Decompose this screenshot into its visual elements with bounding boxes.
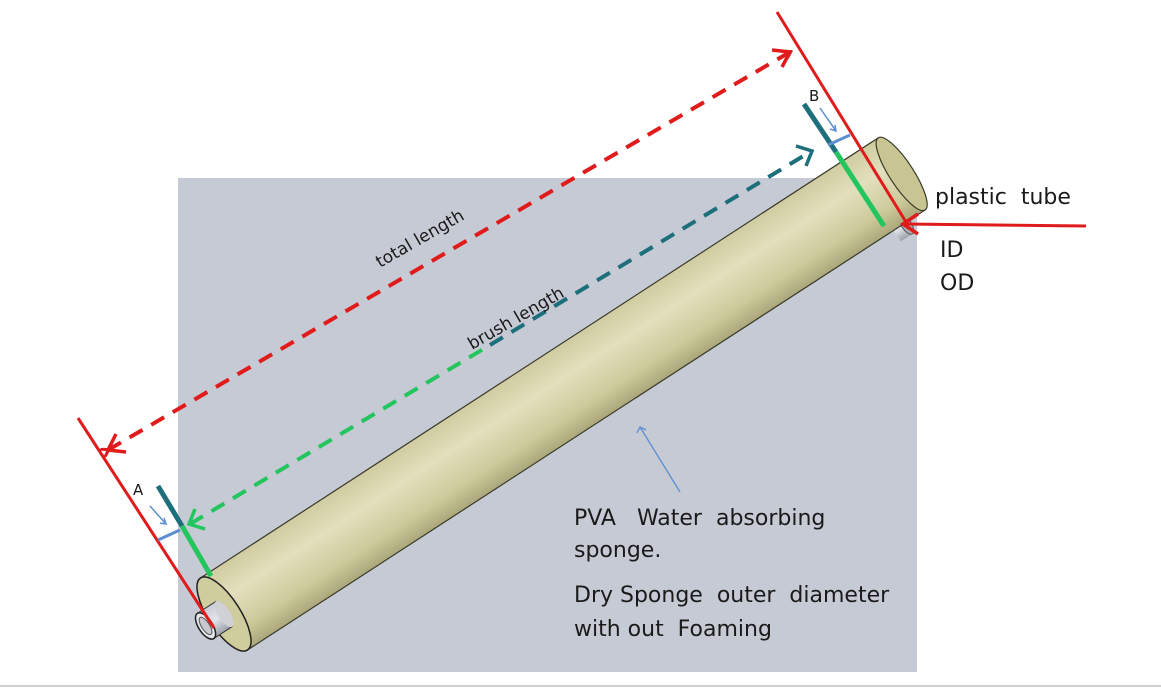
point-a-od-tick — [157, 528, 181, 542]
brush-length-dashed-arrow-lower — [188, 343, 492, 526]
dry-sponge-line-2: with out Foaming — [574, 617, 772, 642]
pva-description-line-2: sponge. — [574, 538, 661, 563]
dry-sponge-line-1: Dry Sponge outer diameter — [574, 583, 890, 608]
total-length-dashed-arrow — [108, 52, 790, 450]
id-label: ID — [940, 238, 963, 263]
plastic-tube-pointer-line — [903, 222, 1087, 228]
point-a-label: A — [133, 481, 144, 499]
brush-length-arrowhead-left — [186, 508, 206, 531]
point-a-teal-marker — [155, 484, 185, 528]
plastic-tube-pointer-head — [899, 212, 919, 236]
right-boundary-red-line — [775, 11, 908, 223]
point-a-pointer-arrow — [149, 505, 168, 525]
pva-pointer-line — [639, 426, 681, 493]
plastic-tube-left-end — [194, 600, 234, 640]
plastic-tube-label: plastic tube — [935, 185, 1071, 210]
point-b-green-marker — [833, 150, 887, 228]
pva-pointer-head — [636, 426, 647, 434]
od-label: OD — [940, 271, 974, 296]
pva-description-line-1: PVA Water absorbing — [574, 506, 825, 531]
point-a-green-marker — [179, 524, 214, 578]
total-length-arrowhead-right — [771, 48, 793, 68]
point-b-pointer-arrow — [819, 107, 837, 133]
point-b-label: B — [809, 87, 819, 105]
brush-length-arrowhead-right — [795, 144, 815, 167]
brush-length-dashed-arrow-upper — [488, 150, 812, 347]
point-b-od-tick — [827, 133, 851, 147]
total-length-arrowhead-left — [105, 433, 127, 454]
